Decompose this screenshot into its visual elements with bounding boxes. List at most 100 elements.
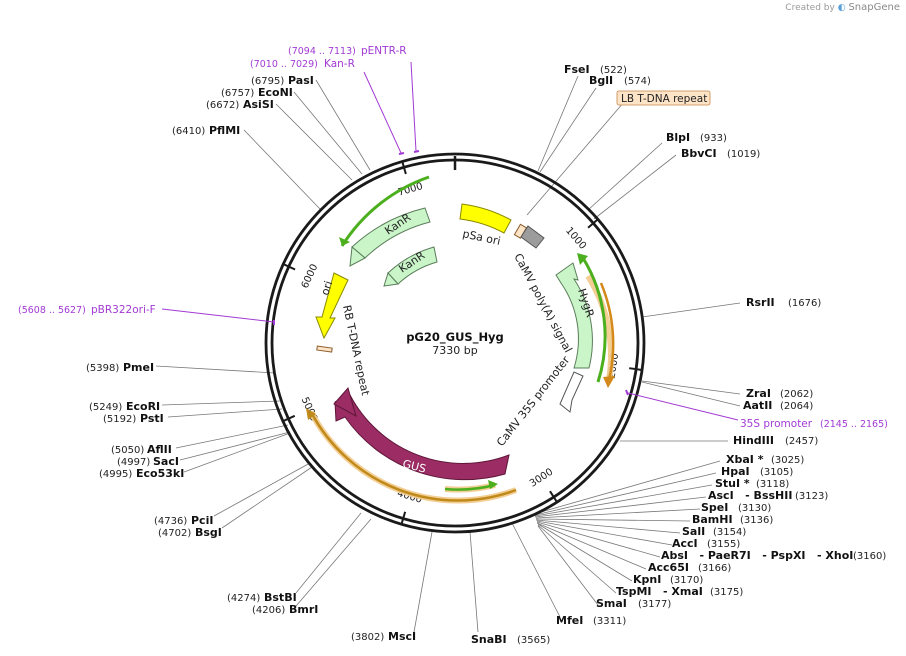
site-bbvci-pos: (1019)	[727, 149, 760, 160]
connector-ecori	[161, 400, 281, 406]
connector-asisi	[275, 103, 353, 181]
credit-brand: SnapGene	[848, 2, 900, 13]
kanr-orf-arrowhead-icon	[339, 237, 350, 246]
connector-pcii	[213, 462, 311, 517]
site-kpni-name: KpnI	[633, 573, 661, 586]
site-eco53ki-pos: (4995)	[99, 469, 132, 480]
site-bgli-pos: (574)	[624, 76, 651, 87]
gus-orf-line	[309, 411, 517, 502]
gus-inner-arrowhead-icon	[488, 480, 498, 489]
kanr-orf-line	[340, 175, 430, 247]
site-fsei-name: FseI	[564, 63, 590, 76]
primer-35s-line	[627, 392, 739, 421]
site-snabi-pos: (3565)	[517, 635, 550, 646]
camv-polya-box	[520, 225, 545, 249]
primer-kanr-mark	[398, 152, 405, 155]
tick-mark-7000	[401, 161, 407, 175]
site-hpai-name: HpaI	[721, 465, 750, 478]
primer-35s-mark	[625, 389, 629, 396]
connector-cluster-mcs	[533, 460, 721, 606]
site-bsgi-name: BsgI	[195, 526, 222, 539]
site-bamhi-pos: (3136)	[740, 515, 773, 526]
site-bstbi-name: BstBI	[264, 591, 297, 604]
site-stui-pos: (3118)	[756, 479, 789, 490]
primer-pentr-range: (7094 .. 7113)	[288, 46, 356, 57]
site-aflii-name: AflII	[147, 443, 172, 456]
connector-bgli	[539, 87, 597, 173]
primer-pentr-line	[410, 61, 417, 152]
site-asci-name: AscI - BssHII	[708, 489, 792, 502]
site-bstbi-pos: (4274)	[227, 593, 260, 604]
connector-blpi	[587, 142, 663, 211]
site-msci-name: MscI	[388, 630, 416, 643]
snapgene-logo-icon: ◐	[837, 3, 846, 13]
site-blpi-name: BlpI	[666, 131, 690, 144]
site-asisi-name: AsiSI	[243, 98, 274, 111]
primers: (7094 .. 7113) pENTR-R (7010 .. 7029) Ka…	[18, 45, 888, 430]
primer-pbr-line	[161, 308, 275, 323]
primer-pbr-range: (5608 .. 5627)	[18, 305, 86, 316]
site-sali-name: SalI	[682, 525, 705, 538]
connector-bmri	[295, 518, 372, 607]
credit-prefix: Created by	[785, 3, 835, 13]
backbone-circle	[264, 152, 646, 534]
site-asisi-pos: (6672)	[206, 100, 239, 111]
connector-aatii	[641, 381, 741, 407]
site-ecori-name: EcoRI	[126, 400, 160, 413]
ori-arrow	[315, 272, 349, 340]
kanr-outer-arrowhead-icon	[349, 246, 366, 267]
site-pflmi-name: PflMI	[209, 124, 240, 137]
rb-tdna-label: RB T-DNA repeat	[340, 304, 372, 397]
site-psti-pos: (5192)	[103, 414, 136, 425]
site-spei-name: SpeI	[701, 501, 728, 514]
site-bbvci-name: BbvCI	[681, 147, 717, 160]
site-snabi-name: SnaBI	[471, 633, 507, 646]
site-asci-pos: (3123)	[795, 491, 828, 502]
connector-pflmi	[243, 129, 321, 210]
site-bamhi-name: BamHI	[692, 513, 733, 526]
connector-psti	[167, 408, 283, 418]
connector-bstbi	[295, 512, 362, 594]
connector-bsgi	[221, 466, 313, 529]
tick-label-6000: 6000	[300, 263, 321, 291]
connector-zrai	[641, 380, 741, 395]
primer-pbr-name: pBR322ori-F	[91, 304, 156, 316]
connector-eco53ki	[183, 432, 291, 473]
hygr-orf-arrowhead-icon	[603, 376, 615, 388]
site-acci-name: AccI	[672, 537, 698, 550]
tick-mark-4000	[400, 511, 407, 525]
site-smai-name: SmaI	[596, 597, 627, 610]
lb-tdna-label-box	[616, 90, 711, 106]
site-bgli-name: BglI	[589, 74, 613, 87]
snapgene-credit: Created by ◐ SnapGene	[785, 2, 900, 13]
site-hindiii-pos: (2457)	[785, 436, 818, 447]
primer-35s-range: (2145 .. 2165)	[820, 419, 888, 430]
tick-label-1000: 1000	[563, 225, 588, 251]
site-aatii-pos: (2064)	[780, 401, 813, 412]
site-bsgi-pos: (4702)	[158, 528, 191, 539]
site-acci-pos: (3155)	[707, 539, 740, 550]
site-connectors	[155, 75, 741, 633]
psa-ori-arrow	[459, 203, 512, 234]
tick-mark-1000	[587, 218, 599, 229]
gus-orf-arrowhead-icon	[306, 408, 316, 420]
hygr-arrow	[555, 262, 593, 369]
camv-35s-arrow	[559, 371, 584, 413]
plasmid-size: 7330 bp	[432, 344, 477, 357]
site-mfei-pos: (3311)	[593, 616, 626, 627]
site-pmei-name: PmeI	[123, 361, 154, 374]
site-saci-name: SacI	[153, 455, 179, 468]
site-mfei-name: MfeI	[556, 614, 583, 627]
connector-fsei	[537, 75, 579, 172]
site-acc65i-name: Acc65I	[648, 561, 689, 574]
site-aflii-pos: (5050)	[111, 445, 144, 456]
site-pmei-pos: (5398)	[86, 363, 119, 374]
rb-tdna-marker	[316, 345, 333, 353]
connector-bbvci	[593, 154, 677, 220]
site-tspmi-pos: (3175)	[710, 587, 743, 598]
primer-pentr-mark	[413, 150, 420, 153]
site-hpai-pos: (3105)	[760, 467, 793, 478]
site-aatii-name: AatII	[743, 399, 772, 412]
connector-pmei	[155, 365, 276, 374]
site-absi-name: AbsI - PaeR7I - PspXI - XhoI	[661, 549, 853, 562]
